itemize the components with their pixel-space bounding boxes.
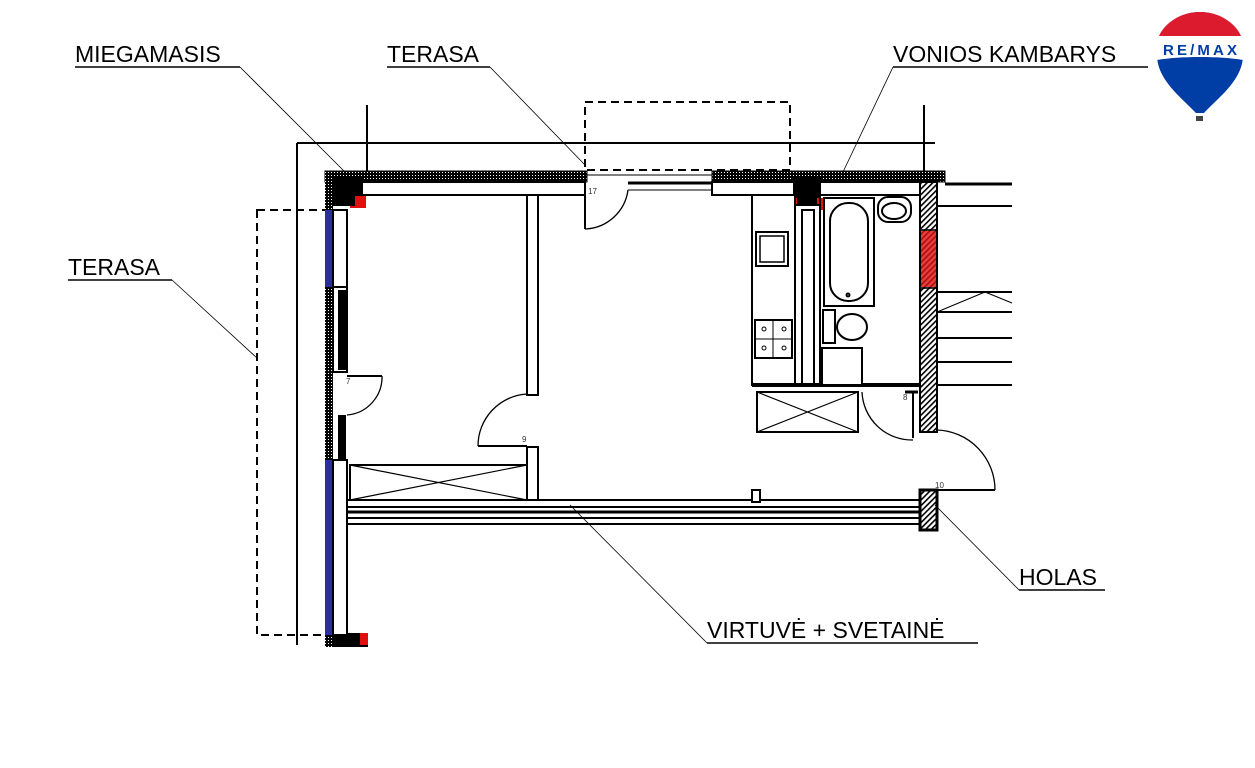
kitchen-fixtures bbox=[754, 231, 793, 359]
label-kitchen-living: VIRTUVĖ + SVETAINĖ bbox=[707, 617, 945, 643]
label-bathroom: VONIOS KAMBARYS bbox=[893, 41, 1116, 67]
wardrobes bbox=[349, 391, 859, 501]
bathroom-fixtures bbox=[821, 196, 912, 386]
doors bbox=[346, 189, 996, 491]
staircase bbox=[936, 205, 1013, 386]
door-number: 9 bbox=[522, 435, 527, 444]
terrace-left-outline bbox=[256, 209, 331, 636]
door-number: 17 bbox=[588, 187, 597, 196]
label-bedroom: MIEGAMASIS bbox=[75, 41, 221, 67]
door-number: 10 bbox=[935, 481, 944, 490]
columns bbox=[328, 178, 825, 647]
room-labels: MIEGAMASIS TERASA VONIOS KAMBARYS TERASA… bbox=[68, 41, 1148, 644]
interior-walls bbox=[346, 181, 939, 532]
left-wall bbox=[325, 171, 348, 647]
door-number: 7 bbox=[346, 377, 351, 386]
label-hall: HOLAS bbox=[1019, 564, 1097, 590]
leader-lines bbox=[171, 66, 1020, 644]
remax-balloon-logo: RE/MAX bbox=[1157, 12, 1243, 121]
label-terrace-left: TERASA bbox=[68, 254, 161, 280]
door-number: 8 bbox=[903, 393, 908, 402]
label-terrace-top: TERASA bbox=[387, 41, 480, 67]
terrace-top-outline bbox=[584, 101, 791, 171]
top-wall bbox=[324, 170, 1012, 196]
svg-text:RE/MAX: RE/MAX bbox=[1163, 42, 1237, 59]
building-outline bbox=[296, 105, 935, 645]
